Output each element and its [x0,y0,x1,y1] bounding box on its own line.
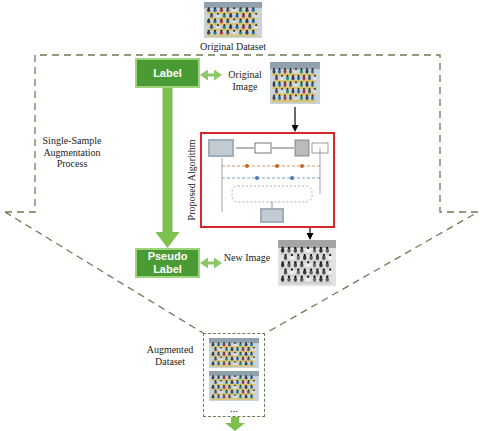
algorithm-sketch [202,134,333,226]
arrow-connector [208,74,214,77]
photo-image [204,2,262,38]
arrow-connector [294,107,295,125]
dataset-group-box: Augmented Dataset... [203,333,265,417]
process-box: Label [135,58,200,88]
dataset-image-node: Original Dataset [195,2,271,54]
arrow-connector [163,88,173,232]
dashed-funnel-outline [0,50,480,335]
node-text: Label [137,67,198,80]
node-text: Proposed Algorithm [186,140,198,221]
process-box: Pseudo Label [135,248,200,278]
node-text: Original Dataset [185,41,281,53]
node-text: Original Image [222,69,268,92]
augmentation-region: Single-Sample Augmentation Process Label O… [0,50,480,335]
node-text: ... [204,402,264,415]
arrow-connector [309,228,310,233]
node-text: Single-Sample Augmentation Process [36,135,108,170]
photo-image [270,62,320,104]
algorithm-box: Proposed Algorithm [200,132,335,228]
image-node: Original Image [222,62,322,107]
photo-image [209,338,259,368]
image-node: New Image [222,240,338,288]
node-text: Pseudo Label [137,250,198,275]
photo-image [278,240,336,286]
node-text: New Image [222,252,272,264]
output-arrow [224,417,246,431]
node-text: Augmented Dataset [142,344,198,367]
photo-image [209,371,259,401]
arrow-connector [208,262,214,265]
